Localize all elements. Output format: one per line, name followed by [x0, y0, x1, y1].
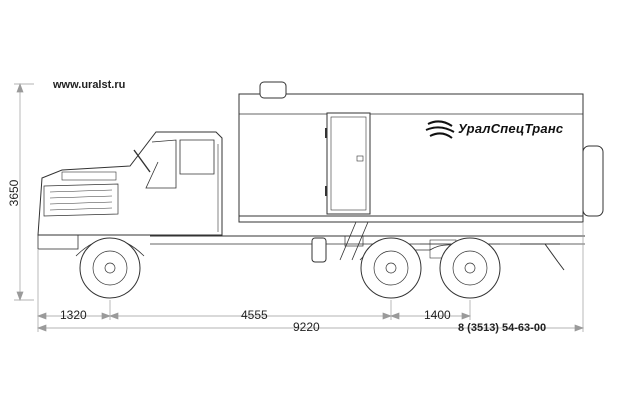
wheelbase-label: 4555: [241, 308, 268, 322]
van-body: [238, 93, 584, 223]
brand-logo-icon: [425, 120, 455, 139]
brand-logo-text: УралСпецТранс: [458, 121, 564, 136]
cab-outline: [37, 131, 223, 236]
front-wheel: [79, 237, 141, 299]
front-overhang-label: 1320: [60, 308, 87, 322]
rear-axle-spacing-label: 1400: [424, 308, 451, 322]
rear-wheel: [439, 237, 501, 299]
height-dimension-label: 3650: [7, 179, 21, 207]
van-door: [326, 112, 371, 215]
overall-length-label: 9220: [293, 320, 320, 334]
middle-wheel: [360, 237, 422, 299]
contact-phone: 8 (3513) 54-63-00: [458, 322, 547, 334]
website-url[interactable]: www.uralst.ru: [53, 79, 126, 91]
